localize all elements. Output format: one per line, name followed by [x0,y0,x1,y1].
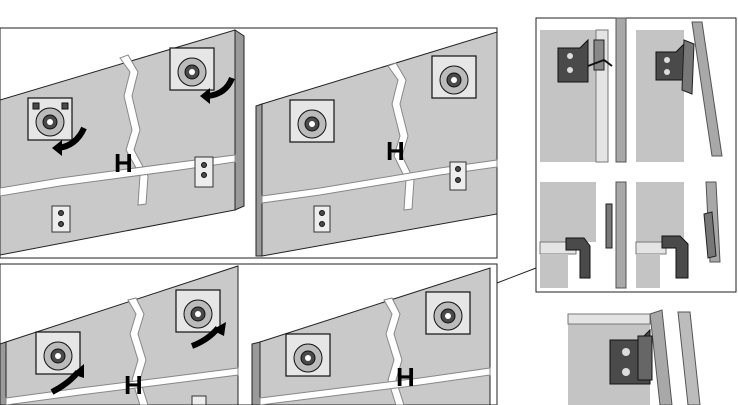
hinge-fitting-a2 [169,47,215,91]
hinge-fitting-b1 [289,99,335,143]
detail-bottom-left [539,181,627,289]
hinge-closeup [567,309,701,405]
detail-frame [535,17,737,293]
hinge-fitting-d2 [425,291,471,335]
door-a: H [0,29,245,256]
top-left-panel: H H [0,27,498,259]
hinge-fitting-d1 [285,333,331,377]
door-c: H [0,265,239,405]
detail-bottom-right [635,181,721,288]
label-h-4: H [396,362,415,392]
mounting-plate-a2 [51,205,71,233]
detail-top-left [540,17,627,163]
rotate-arrow-a2 [207,76,235,99]
bottom-left-panel: H H [0,263,498,405]
door-d: H [251,267,491,405]
detail-panel [535,17,737,293]
detail-top-right [636,21,723,162]
hinge-fitting-c1 [35,331,81,375]
hinge-fitting-b2 [431,55,477,99]
mounting-plate-b2 [313,205,331,233]
bottom-left-frame [0,263,498,405]
label-h-1: H [114,148,133,178]
label-h-2: H [386,136,405,166]
mounting-plate-b1 [449,161,467,191]
door-b: H [255,31,498,257]
hinge-fitting-c2 [175,289,221,333]
callout-line [496,267,537,284]
label-h-3: H [124,370,143,400]
hinge-fitting-a1 [27,97,73,141]
mounting-plate-c1 [191,395,207,405]
